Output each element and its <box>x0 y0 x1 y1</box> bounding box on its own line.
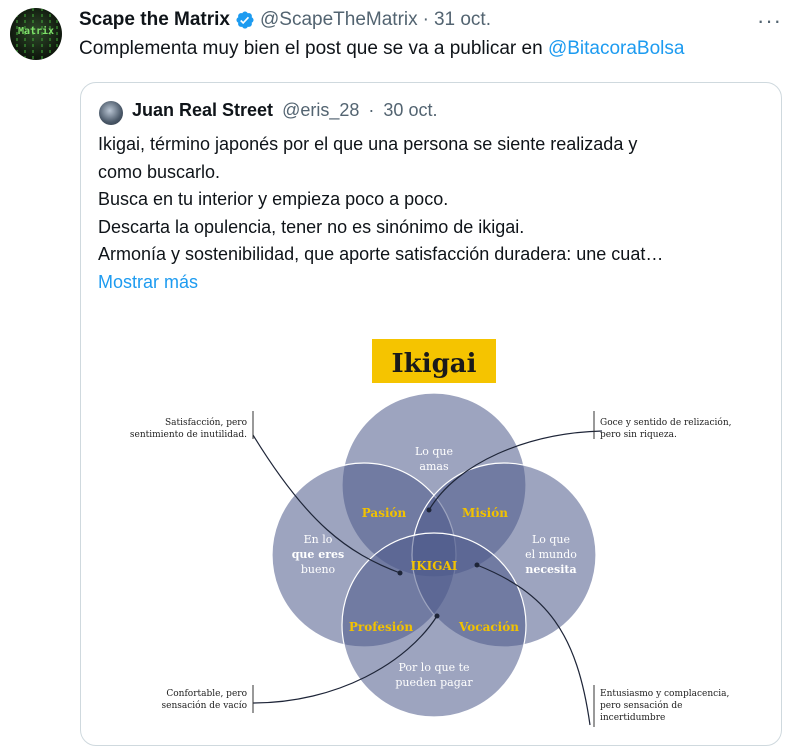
header-separator: · <box>422 9 429 30</box>
quoted-tweet-text: Ikigai, término japonés por el que una p… <box>98 131 663 296</box>
connector-bottom-left <box>252 615 438 704</box>
quoted-tweet-date: 30 oct. <box>383 100 438 120</box>
overlap-vocation: Vocación <box>458 620 519 634</box>
label-world-3: necesita <box>525 563 576 576</box>
title-background <box>372 339 496 383</box>
label-good-3: bueno <box>301 563 336 576</box>
note-bottom-right-2: pero sensación de <box>600 700 682 711</box>
note-top-right-2: pero sin riqueza. <box>600 430 677 440</box>
label-good-2: que eres <box>292 548 345 561</box>
more-options-icon[interactable]: ··· <box>757 8 782 33</box>
label-paid-2: pueden pagar <box>395 676 473 689</box>
author-avatar[interactable]: Matrix <box>10 8 62 60</box>
diagram-title: Ikigai <box>392 349 477 379</box>
overlap-ikigai: IKIGAI <box>411 559 458 573</box>
overlap-mission: Misión <box>462 506 508 520</box>
note-bottom-right-1: Entusiasmo y complacencia, <box>600 689 729 699</box>
note-top-left-2: sentimiento de inutilidad. <box>130 430 247 440</box>
quoted-author-handle: @eris_28 <box>282 100 360 120</box>
overlap-profession: Profesión <box>349 620 413 634</box>
connector-top-left <box>252 434 401 574</box>
connector-dot <box>474 562 480 568</box>
ikigai-diagram[interactable]: Ikigai <box>107 333 767 745</box>
mention-link[interactable]: @BitacoraBolsa <box>547 38 685 59</box>
label-world-2: el mundo <box>525 548 577 561</box>
connector-dot <box>426 507 432 513</box>
avatar-logo-text: Matrix <box>17 26 55 37</box>
note-bottom-right-3: incertidumbre <box>600 713 665 723</box>
label-love-2: amas <box>419 460 449 473</box>
note-top-right-1: Goce y sentido de relización, <box>600 417 732 428</box>
connector-dot <box>397 570 403 576</box>
tweet-text-body: Complementa muy bien el post que se va a… <box>79 38 548 59</box>
author-name[interactable]: Scape the Matrix <box>79 9 230 30</box>
note-bottom-left-2: sensación de vacío <box>162 700 247 711</box>
tweet-date[interactable]: 31 oct. <box>433 9 491 30</box>
quoted-header-separator: · <box>368 100 375 120</box>
quoted-author-name: Juan Real Street <box>132 100 274 120</box>
show-more-link[interactable]: Mostrar más <box>98 271 199 292</box>
verified-badge-icon <box>236 11 254 29</box>
quoted-tweet-header: Juan Real Street @eris_28 · 30 oct. <box>132 100 437 121</box>
circle-bottom <box>341 532 527 718</box>
label-world-1: Lo que <box>532 533 570 546</box>
connector-top-right <box>428 430 603 511</box>
ikigai-diagram-svg: Ikigai <box>130 339 732 727</box>
label-good-1: En lo <box>304 533 333 546</box>
quoted-author-avatar <box>99 101 123 125</box>
tweet-header: Scape the Matrix @ScapeTheMatrix · 31 oc… <box>79 9 491 31</box>
note-bottom-left-1: Confortable, pero <box>166 689 247 699</box>
label-love-1: Lo que <box>415 445 453 458</box>
overlap-passion: Pasión <box>362 506 407 520</box>
label-paid-1: Por lo que te <box>398 661 469 674</box>
quoted-text-line: Busca en tu interior y empieza poco a po… <box>98 189 449 209</box>
author-handle[interactable]: @ScapeTheMatrix <box>260 9 418 30</box>
note-top-left-1: Satisfacción, pero <box>165 417 247 428</box>
quoted-text-line: como buscarlo. <box>98 161 221 182</box>
quoted-text-line: Ikigai, término japonés por el que una p… <box>98 134 638 154</box>
connector-dot <box>434 613 440 619</box>
quoted-tweet[interactable]: Juan Real Street @eris_28 · 30 oct. Ikig… <box>80 82 782 746</box>
connector-bottom-right <box>476 564 591 726</box>
tweet-text: Complementa muy bien el post que se va a… <box>79 38 684 60</box>
quoted-text-line: Armonía y sostenibilidad, que aporte sat… <box>98 244 664 264</box>
quoted-text-line: Descarta la opulencia, tener no es sinón… <box>98 216 525 237</box>
